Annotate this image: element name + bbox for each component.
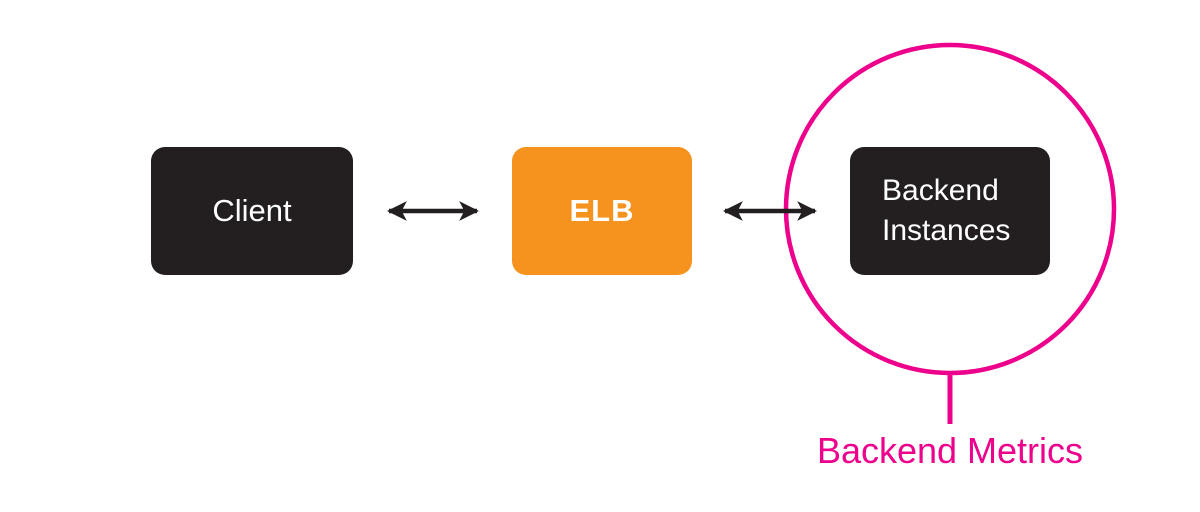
node-elb: ELB [512,147,692,275]
backend-metrics-label: Backend Metrics [816,430,1084,471]
node-client: Client [151,147,353,275]
node-backend-instances: Backend Instances [850,147,1050,275]
node-backend-instances-label: Backend Instances [882,174,1011,247]
node-elb-label: ELB [569,193,635,228]
node-client-label: Client [212,193,292,228]
